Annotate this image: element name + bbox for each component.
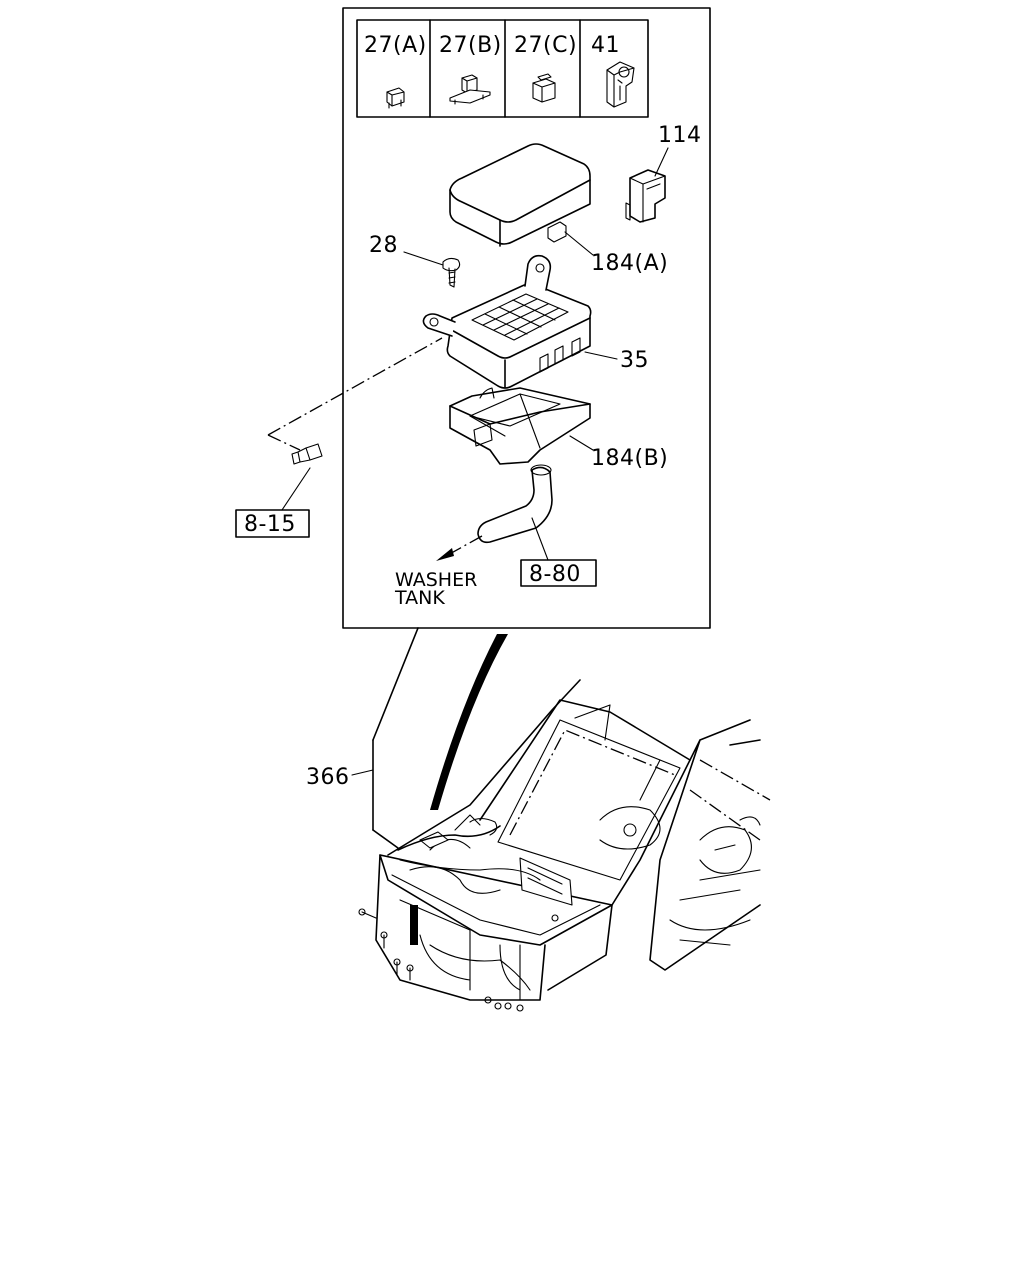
drain-hose [477, 464, 553, 544]
callout-366: 366 [306, 765, 350, 790]
connector-icon [625, 169, 666, 223]
callout-41: 41 [591, 33, 620, 58]
screw-icon [442, 257, 461, 288]
detail-frame [342, 7, 711, 629]
washer-note-line2: TANK [394, 587, 445, 609]
fuse-block-icon [532, 73, 556, 103]
callout-184a: 184(A) [591, 251, 668, 276]
fuse-mini-icon [386, 87, 405, 109]
fuse-flat-icon [449, 74, 491, 105]
callout-27a: 27(A) [364, 33, 427, 58]
ref-box-8-80 [520, 559, 597, 587]
callout-27b: 27(B) [439, 33, 502, 58]
ref-8-80: 8-80 [529, 562, 581, 587]
ref-8-15: 8-15 [244, 512, 296, 537]
callout-35: 35 [620, 348, 649, 373]
relay-clip-icon [606, 61, 635, 108]
small-parts-table: 27(A) 27(B) 27(C) 41 [356, 19, 649, 118]
fuse-box-cover [449, 143, 591, 247]
fuse-block-body [422, 254, 592, 389]
callout-28: 28 [369, 233, 398, 258]
fuse-box-lower-cover [449, 387, 591, 465]
bolt-icon [291, 443, 323, 465]
callout-114: 114 [658, 123, 702, 148]
washer-note-line1: WASHER [395, 569, 477, 591]
vehicle-illustration: 366 [306, 627, 771, 1012]
arrow-icon [436, 548, 454, 561]
ref-box-8-15 [235, 509, 310, 538]
callout-184b: 184(B) [591, 446, 668, 471]
callout-27c: 27(C) [514, 33, 577, 58]
harness-fasteners [358, 908, 559, 1012]
